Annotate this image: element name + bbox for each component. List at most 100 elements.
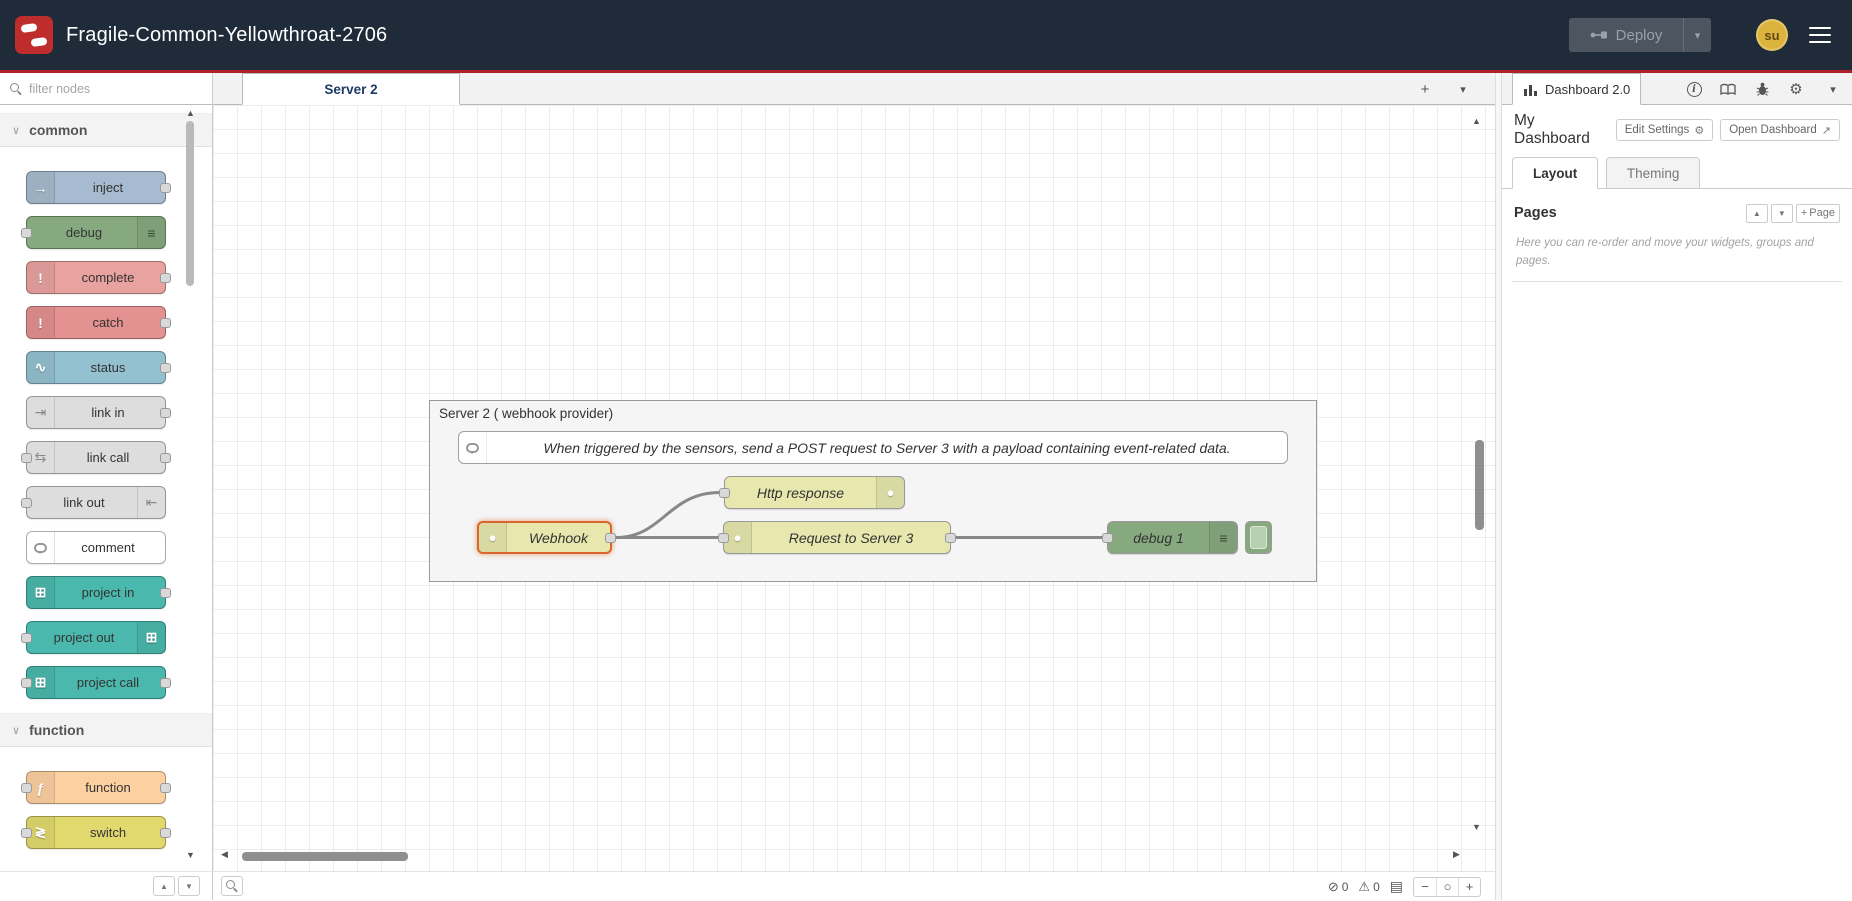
expand-categories-button[interactable]: ▼ [178, 876, 200, 896]
info-icon: i [1687, 82, 1702, 97]
output-port [160, 783, 171, 793]
move-page-up-button[interactable]: ▲ [1746, 204, 1768, 223]
canvas-scroll-left-icon[interactable]: ◀ [221, 850, 228, 859]
bar-chart-icon [1523, 83, 1538, 96]
palette-scroll-down-icon[interactable]: ▼ [186, 851, 195, 860]
collapse-categories-button[interactable]: ▲ [153, 876, 175, 896]
input-port [21, 783, 32, 793]
chevron-down-icon: ▾ [1695, 29, 1701, 42]
canvas-scroll-right-icon[interactable]: ▶ [1453, 850, 1460, 859]
move-page-down-button[interactable]: ▼ [1771, 204, 1793, 223]
palette-node-label: link out [27, 487, 165, 518]
warning-count-indicator[interactable]: ⚠ 0 [1358, 879, 1379, 895]
palette-node-function[interactable]: ƒ function [26, 771, 166, 804]
node-red-logo [14, 15, 54, 55]
search-flows-button[interactable] [221, 876, 243, 896]
zoom-reset-button[interactable]: ○ [1436, 878, 1458, 896]
deploy-options-button[interactable]: ▾ [1683, 18, 1711, 52]
error-count: 0 [1342, 880, 1349, 894]
error-count-indicator[interactable]: ⊘ 0 [1328, 879, 1349, 895]
add-page-button[interactable]: + Page [1796, 204, 1840, 223]
workspace-footer: ⊘ 0 ⚠ 0 ▤ − ○ + [213, 871, 1495, 900]
node-label: debug 1 [1108, 522, 1237, 553]
deploy-button[interactable]: Deploy ▾ [1569, 18, 1711, 52]
palette-category-function[interactable]: ∨ function [0, 713, 212, 747]
sidebar-splitter[interactable] [1495, 73, 1502, 900]
canvas-horizontal-scrollbar-thumb[interactable] [242, 852, 408, 861]
sidebar-tab-help[interactable] [1711, 73, 1745, 105]
pages-help-text: Here you can re-order and move your widg… [1502, 235, 1852, 271]
flow-node-http-response[interactable]: ● Http response [724, 476, 905, 509]
palette-node-project-call[interactable]: ⊞ project call [26, 666, 166, 699]
canvas-scroll-down-icon[interactable]: ▼ [1472, 823, 1481, 832]
canvas-scroll-up-icon[interactable]: ▲ [1472, 117, 1481, 126]
edit-settings-button[interactable]: Edit Settings ⚙ [1616, 119, 1713, 141]
sidebar-tab-config[interactable]: ⚙ [1779, 73, 1813, 105]
palette-node-complete[interactable]: ! complete [26, 261, 166, 294]
book-icon [1720, 83, 1736, 96]
node-label: Http response [725, 477, 904, 508]
palette-scroll-area[interactable]: ∨ common → inject ≡ debug ! complete ! c… [0, 105, 212, 871]
palette-node-label: switch [27, 817, 165, 848]
palette-scroll-up-icon[interactable]: ▲ [186, 109, 195, 118]
palette-node-inject[interactable]: → inject [26, 171, 166, 204]
flow-node-debug-1[interactable]: ≡ debug 1 [1107, 521, 1238, 554]
flow-list-button[interactable]: ▾ [1451, 77, 1475, 101]
flow-tab-server-2[interactable]: Server 2 [242, 73, 460, 105]
external-link-icon: ↗ [1822, 124, 1831, 137]
tab-layout[interactable]: Layout [1512, 157, 1598, 189]
user-initials: su [1764, 28, 1779, 43]
gear-icon: ⚙ [1789, 80, 1802, 98]
input-port [21, 633, 32, 643]
palette-node-project-in[interactable]: ⊞ project in [26, 576, 166, 609]
palette-node-debug[interactable]: ≡ debug [26, 216, 166, 249]
input-port[interactable] [1102, 533, 1113, 543]
palette-node-label: function [27, 772, 165, 803]
tab-theming[interactable]: Theming [1606, 157, 1701, 189]
palette-node-project-out[interactable]: ⊞ project out [26, 621, 166, 654]
user-avatar[interactable]: su [1756, 19, 1788, 51]
flow-canvas[interactable]: Server 2 ( webhook provider) When trigge… [213, 105, 1495, 871]
add-flow-button[interactable]: + [1413, 77, 1437, 101]
output-port [160, 453, 171, 463]
flow-node-request-to-server-3[interactable]: ● Request to Server 3 [723, 521, 951, 554]
palette-scrollbar-thumb[interactable] [186, 121, 194, 286]
palette-filter [0, 73, 212, 105]
palette-node-label: inject [27, 172, 165, 203]
filter-nodes-input[interactable] [29, 82, 202, 96]
palette-node-link-call[interactable]: ⇆ link call [26, 441, 166, 474]
header-bar: Fragile-Common-Yellowthroat-2706 Deploy … [0, 0, 1852, 70]
chevron-up-icon: ▲ [1753, 209, 1761, 218]
main-menu-button[interactable] [1800, 15, 1840, 55]
palette-node-switch[interactable]: ≷ switch [26, 816, 166, 849]
plus-icon: + [1421, 81, 1430, 98]
palette-node-link-in[interactable]: ⇥ link in [26, 396, 166, 429]
input-port[interactable] [719, 488, 730, 498]
palette-node-status[interactable]: ∿ status [26, 351, 166, 384]
palette-category-common[interactable]: ∨ common [0, 113, 212, 147]
palette-node-catch[interactable]: ! catch [26, 306, 166, 339]
debug-toggle-button[interactable] [1245, 521, 1272, 554]
flow-node-comment[interactable]: When triggered by the sensors, send a PO… [458, 431, 1288, 464]
zoom-out-button[interactable]: − [1414, 878, 1436, 896]
zoom-in-button[interactable]: + [1458, 878, 1480, 896]
canvas-vertical-scrollbar-thumb[interactable] [1475, 440, 1484, 530]
output-port[interactable] [605, 533, 616, 543]
navigator-icon[interactable]: ▤ [1390, 878, 1403, 895]
category-label: function [29, 722, 84, 738]
deploy-label: Deploy [1616, 27, 1663, 44]
dashboard-name: My Dashboard [1514, 112, 1609, 148]
right-sidebar: Dashboard 2.0 i [1502, 73, 1852, 900]
sidebar-tab-dashboard[interactable]: Dashboard 2.0 [1512, 73, 1641, 105]
palette-node-link-out[interactable]: ⇤ link out [26, 486, 166, 519]
output-port [160, 318, 171, 328]
output-port [160, 828, 171, 838]
sidebar-tab-debug[interactable] [1745, 73, 1779, 105]
open-dashboard-button[interactable]: Open Dashboard ↗ [1720, 119, 1840, 141]
sidebar-tab-info[interactable]: i [1677, 73, 1711, 105]
flow-node-webhook[interactable]: ● Webhook [477, 521, 612, 554]
output-port[interactable] [945, 533, 956, 543]
sidebar-collapse-button[interactable]: ▾ [1820, 73, 1846, 105]
input-port[interactable] [718, 533, 729, 543]
palette-node-comment[interactable]: comment [26, 531, 166, 564]
